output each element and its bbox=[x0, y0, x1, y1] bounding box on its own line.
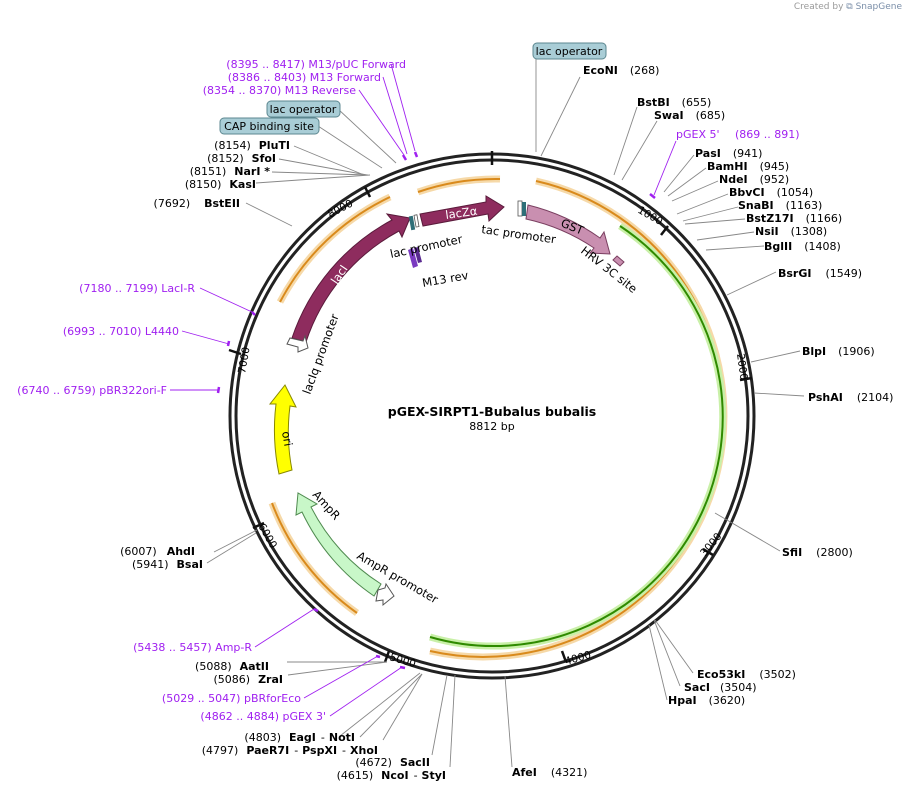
site-eco53ki: Eco53kI(3502) bbox=[697, 668, 796, 681]
primer-laci-r: (7180 .. 7199) LacI-R bbox=[79, 282, 195, 295]
site-ahdi: (6007)AhdI bbox=[120, 545, 195, 558]
site-pluti: (8154)PluTI bbox=[214, 139, 290, 152]
lacza-label: lacZα bbox=[444, 204, 478, 222]
site-afei: AfeI(4321) bbox=[512, 766, 587, 779]
snapgene-logo-icon: ⧉ bbox=[846, 2, 853, 12]
site-econi: EcoNI(268) bbox=[583, 64, 659, 77]
tac-promoter-marker bbox=[517, 200, 523, 217]
primer-labels: (8395 .. 8417) M13/pUC Forward (8386 .. … bbox=[17, 58, 799, 723]
site-bamhi: BamHI(945) bbox=[707, 160, 789, 173]
lac-operator-top-label: lac operator bbox=[536, 45, 603, 58]
connector-lines bbox=[206, 57, 805, 768]
gst-arrow bbox=[525, 204, 611, 255]
lac-operator-marker-left bbox=[408, 215, 416, 231]
site-sfoi: (8152)SfoI bbox=[207, 152, 276, 165]
primer-pbr322ori-f: (6740 .. 6759) pBR322ori-F bbox=[17, 384, 167, 397]
site-zrai: (5086)ZraI bbox=[214, 673, 284, 686]
site-bsai: (5941)BsaI bbox=[132, 558, 203, 571]
site-labels-bottom: (4803)EagI-NotI (4797)PaeR7I-PspXI-XhoI … bbox=[202, 731, 446, 782]
site-pasi: PasI(941) bbox=[695, 147, 762, 160]
lac-operator-tag-left: lac operator bbox=[266, 100, 341, 118]
primer-m13puc-forward: (8395 .. 8417) M13/pUC Forward bbox=[226, 58, 406, 71]
m13rev-marker-2 bbox=[414, 247, 422, 263]
primer-l4440: (6993 .. 7010) L4440 bbox=[63, 325, 179, 338]
primer-pgex5-pos: (869 .. 891) bbox=[735, 128, 800, 141]
laciq-promoter-arrow bbox=[286, 334, 309, 353]
orf-track-left-bottom-line bbox=[271, 502, 358, 614]
credit-prefix: Created by bbox=[793, 2, 844, 12]
site-labels-left: (8154)PluTI (8152)SfoI (8151)NarI * (815… bbox=[120, 139, 290, 686]
hrv3c-marker bbox=[612, 255, 625, 267]
green-track-line bbox=[429, 225, 724, 648]
primer-m13-reverse: (8354 .. 8370) M13 Reverse bbox=[203, 84, 356, 97]
ampr-arrow bbox=[295, 492, 382, 597]
lac-promoter-marker bbox=[413, 214, 420, 228]
site-bstbi: BstBI(655) bbox=[637, 96, 711, 109]
plasmid-name: pGEX-SIRPT1-Bubalus bubalis bbox=[388, 404, 596, 419]
site-hpai: HpaI(3620) bbox=[668, 694, 745, 707]
lacza-arrow bbox=[419, 195, 505, 227]
m13rev-label: M13 rev bbox=[421, 268, 469, 290]
site-kasi: (8150)KasI bbox=[185, 178, 256, 191]
site-labels-right: EcoNI(268) BstBI(655) SwaI(685) PasI(941… bbox=[512, 64, 893, 779]
credit-brand: SnapGene bbox=[855, 2, 902, 12]
site-bglii: BglII(1408) bbox=[764, 240, 841, 253]
tick-7000: 7000 bbox=[236, 346, 252, 374]
ampr-promoter-arrow bbox=[375, 582, 395, 607]
primer-pgex3: (4862 .. 4884) pGEX 3' bbox=[200, 710, 326, 723]
ori-arrow bbox=[268, 384, 297, 475]
site-paer7i-pspxi-xhoi: (4797)PaeR7I-PspXI-XhoI bbox=[202, 744, 378, 757]
site-blpi: BlpI(1906) bbox=[802, 345, 875, 358]
site-snabi: SnaBI(1163) bbox=[738, 199, 822, 212]
lac-operator-tag-top: lac operator bbox=[532, 42, 607, 60]
green-track bbox=[429, 223, 727, 650]
plasmid-length: 8812 bp bbox=[469, 420, 514, 433]
m13rev-marker bbox=[408, 248, 418, 268]
orf-track-top-line bbox=[417, 177, 501, 193]
lac-operator-left-label: lac operator bbox=[270, 103, 337, 116]
primer-pbrforeco: (5029 .. 5047) pBRforEco bbox=[162, 692, 301, 705]
tick-marks bbox=[228, 151, 753, 663]
site-saci: SacI(3504) bbox=[684, 681, 757, 694]
snapgene-credit: Created by ⧉ SnapGene bbox=[794, 2, 902, 12]
site-ndei: NdeI(952) bbox=[719, 173, 789, 186]
site-bbvci: BbvCI(1054) bbox=[729, 186, 813, 199]
cap-binding-site-tag: CAP binding site bbox=[219, 117, 320, 135]
orf-track-left-top-line bbox=[279, 196, 391, 303]
site-bstz17i: BstZ17I(1166) bbox=[746, 212, 842, 225]
lac-operator-marker-right bbox=[522, 202, 526, 216]
primer-amp-r: (5438 .. 5457) Amp-R bbox=[133, 641, 252, 654]
site-swai: SwaI(685) bbox=[654, 109, 725, 122]
site-aatii: (5088)AatII bbox=[195, 660, 269, 673]
site-eagi-noti: (4803)EagI-NotI bbox=[244, 731, 355, 744]
primer-pgex5-name: pGEX 5' bbox=[676, 128, 720, 141]
tick-2000: 2000 bbox=[734, 353, 750, 381]
site-bsrgi: BsrGI(1549) bbox=[778, 267, 862, 280]
cap-binding-site-label: CAP binding site bbox=[224, 120, 314, 133]
primer-m13-forward: (8386 .. 8403) M13 Forward bbox=[228, 71, 381, 84]
site-bsteii: (7692)BstEII bbox=[154, 197, 240, 210]
ori-label: ori bbox=[279, 430, 295, 447]
laci-arrow bbox=[291, 213, 411, 343]
tac-promoter-label: tac promoter bbox=[481, 222, 557, 246]
site-ncoi-styi: (4615)NcoI-StyI bbox=[337, 769, 446, 782]
lac-promoter-label: lac promoter bbox=[389, 232, 464, 261]
primer-connector-lines bbox=[170, 63, 677, 717]
site-nari: (8151)NarI * bbox=[190, 165, 271, 178]
site-nsii: NsiI(1308) bbox=[755, 225, 827, 238]
site-sacii: (4672)SacII bbox=[355, 756, 430, 769]
site-pshai: PshAI(2104) bbox=[808, 391, 893, 404]
site-sfii: SfiI(2800) bbox=[782, 546, 853, 559]
